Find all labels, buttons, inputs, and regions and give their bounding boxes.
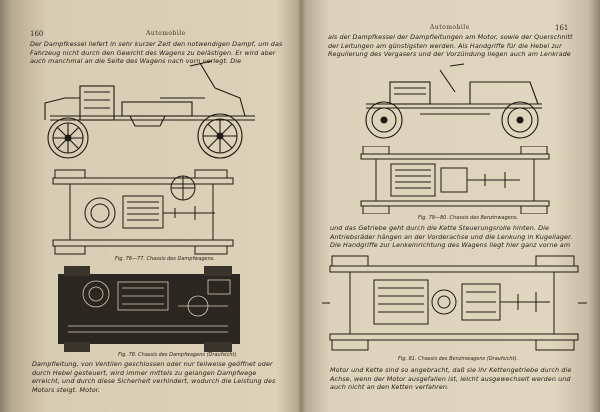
figure-caption-2: Fig. 81. Chassis des Benzinwagens (Drauf… [398,356,519,362]
top-paragraph: als der Dampfkessel der Dampfleitungen a… [328,33,573,59]
figure-caption-2: Fig. 78. Chassis des Dampfwagens (Draufs… [118,352,238,358]
page-number: 160 [30,30,44,38]
middle-paragraph: und das Getriebe geht durch die Kette St… [330,224,573,250]
running-head: Automobile [146,30,186,37]
steam-car-detailed-plan-illustration [58,266,240,352]
figure-caption-1: Fig. 76—77. Chassis des Dampfwagens. [115,256,215,262]
petrol-car-plan-view-illustration [360,146,550,214]
petrol-car-side-view-illustration [365,63,542,139]
right-page: Automobile 161 als der Dampfkessel der D… [300,0,600,412]
page-number: 161 [555,24,569,32]
left-page: 160 Automobile Der Dampfkessel liefert i… [30,30,283,394]
steam-car-side-view-illustration [44,60,255,159]
running-head: Automobile [430,24,470,31]
figure-caption-1: Fig. 79—80. Chassis des Benzinwagens. [418,215,519,221]
steam-car-plan-view-illustration [52,169,234,255]
top-paragraph: Der Dampfkessel liefert in sehr kurzer Z… [30,40,283,66]
bottom-paragraph: Motor und Kette sind so angebracht, daß … [330,366,572,392]
petrol-car-detailed-plan-illustration [322,255,587,351]
bottom-paragraph: Dampfleitung, von Ventilen geschlossen o… [32,360,276,394]
